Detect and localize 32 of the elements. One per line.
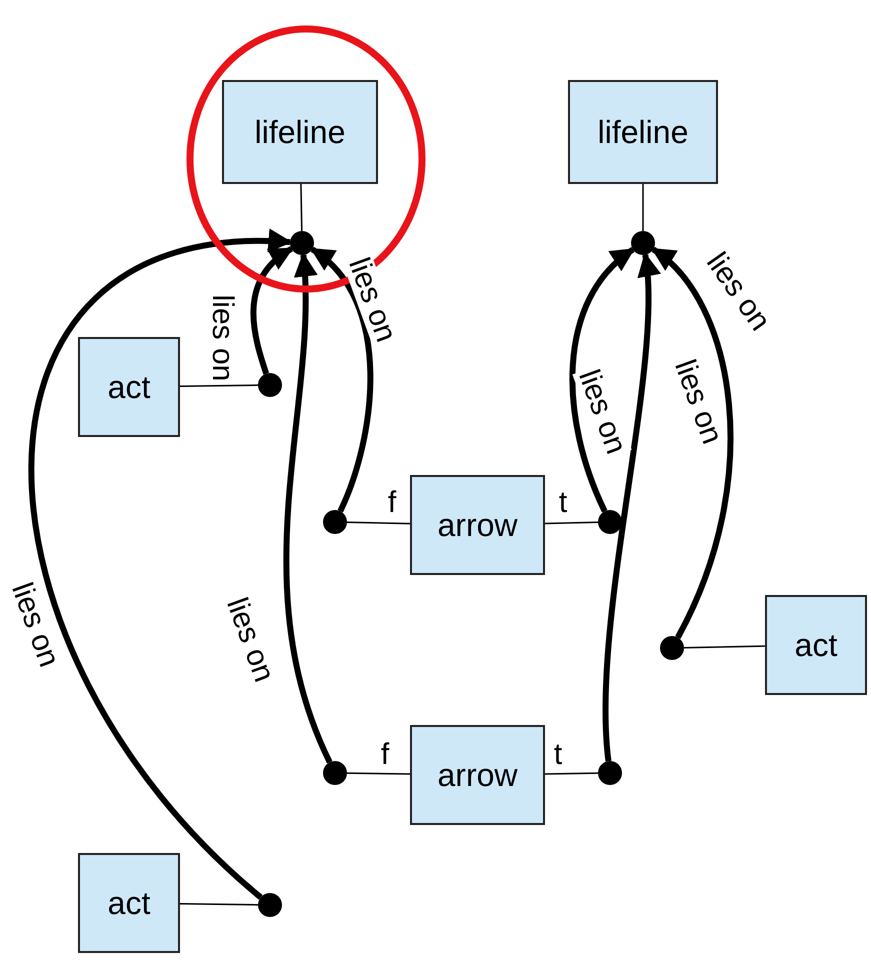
connector-line [544, 522, 598, 524]
connector-line [180, 384, 258, 388]
connection-dot [323, 510, 347, 534]
connection-dot [258, 373, 282, 397]
connector-line [544, 772, 598, 775]
curved-arrow [602, 252, 660, 762]
class-box: arrow [410, 475, 545, 575]
connector-line [180, 902, 258, 906]
class-box: act [78, 853, 180, 953]
connector-line [346, 772, 410, 775]
connection-dot [598, 761, 622, 785]
class-box: act [765, 595, 867, 695]
connector-line [642, 184, 644, 231]
connection-dot [290, 231, 314, 255]
curved-arrow [250, 246, 294, 375]
connector-line [300, 184, 303, 232]
curved-arrow [310, 246, 374, 512]
connection-dot [660, 636, 684, 660]
curved-arrow [284, 252, 332, 764]
curved-arrow [28, 230, 292, 900]
connection-dot [258, 893, 282, 917]
connector-line [684, 645, 766, 648]
class-box: arrow [410, 725, 545, 825]
class-box: lifeline [222, 80, 378, 184]
connection-dot [631, 231, 655, 255]
curved-arrow [570, 247, 635, 512]
connector-line [346, 522, 410, 524]
class-box: act [78, 337, 180, 437]
curved-arrow [651, 246, 734, 639]
class-box: lifeline [568, 80, 718, 184]
connection-dot [598, 510, 622, 534]
connection-dot [323, 761, 347, 785]
